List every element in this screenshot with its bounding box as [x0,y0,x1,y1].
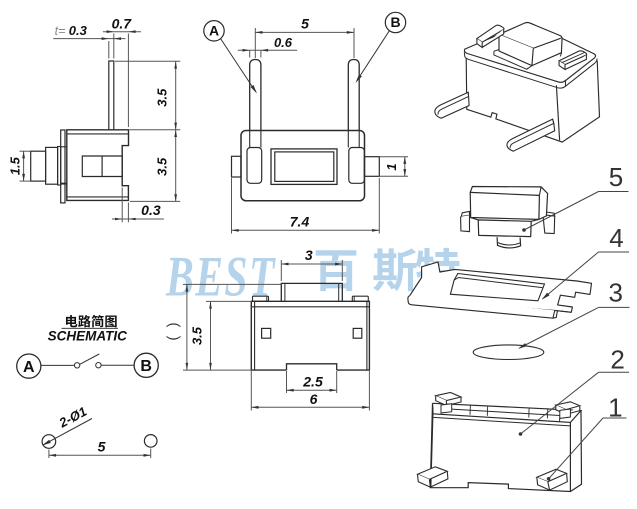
svg-text:2-Ø1: 2-Ø1 [56,404,89,431]
svg-text:6: 6 [310,391,318,407]
svg-text:BEST: BEST [165,245,276,308]
svg-text:0.3: 0.3 [141,202,161,218]
svg-text:3: 3 [608,278,622,308]
svg-text:0.3: 0.3 [69,23,88,38]
svg-text:t=: t= [55,24,66,38]
svg-text:0.7: 0.7 [112,16,133,32]
svg-text:1: 1 [608,393,622,423]
svg-text:0.6: 0.6 [274,35,293,50]
svg-text:3: 3 [305,247,313,263]
svg-text:SCHEMATIC: SCHEMATIC [48,328,127,343]
svg-text:7.4: 7.4 [290,214,310,230]
svg-text:5: 5 [301,15,309,31]
svg-text:5: 5 [609,162,623,192]
svg-text:B: B [140,358,152,375]
svg-text:5: 5 [98,438,106,454]
svg-text:A: A [209,23,219,39]
svg-text:3.5: 3.5 [155,88,170,107]
svg-text:3.5: 3.5 [190,326,205,345]
svg-text:4: 4 [609,223,623,253]
svg-text:2: 2 [610,345,624,375]
svg-text:2.5: 2.5 [302,374,323,390]
svg-text:1.5: 1.5 [8,156,23,175]
svg-text:1: 1 [384,163,399,170]
svg-text:( ): ( ) [165,322,182,340]
svg-text:A: A [23,359,35,376]
svg-text:3.5: 3.5 [155,157,170,176]
svg-text:B: B [390,14,400,30]
